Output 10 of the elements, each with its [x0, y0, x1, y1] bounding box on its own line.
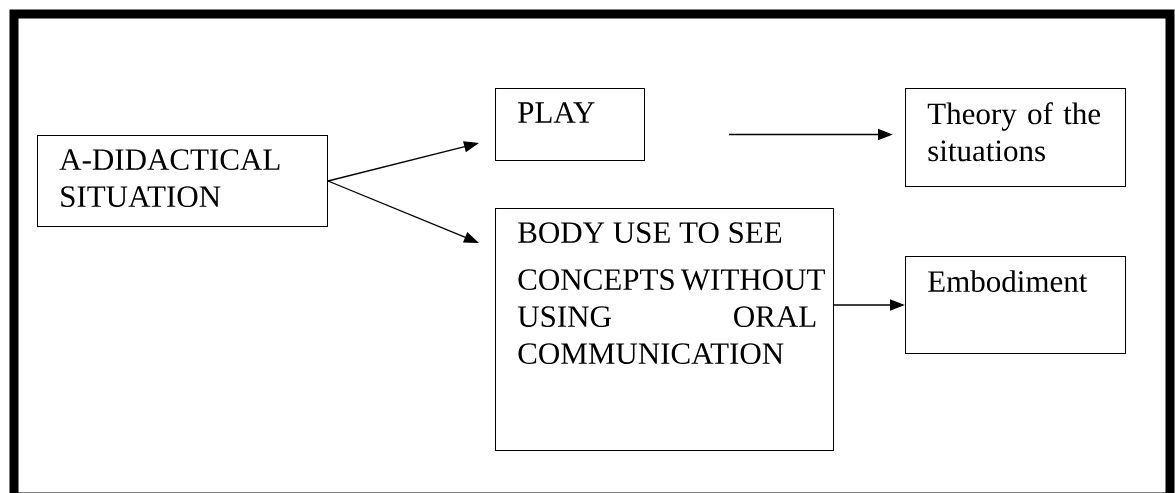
process-box — [495, 208, 834, 451]
box-label: Theory of the situations — [927, 102, 1100, 162]
process-box — [905, 88, 1126, 187]
box-label: A-DIDACTICAL SITUATION — [59, 149, 280, 208]
box-label: BODY USE TO SEE CONCEPTS WITHOUT USING ORAL COMMUNICATION — [517, 222, 825, 365]
process-box — [37, 135, 328, 227]
process-box — [905, 256, 1126, 354]
box-label: Embodiment — [928, 270, 1088, 292]
process-box — [495, 88, 645, 161]
box-label: PLAY — [518, 102, 595, 123]
